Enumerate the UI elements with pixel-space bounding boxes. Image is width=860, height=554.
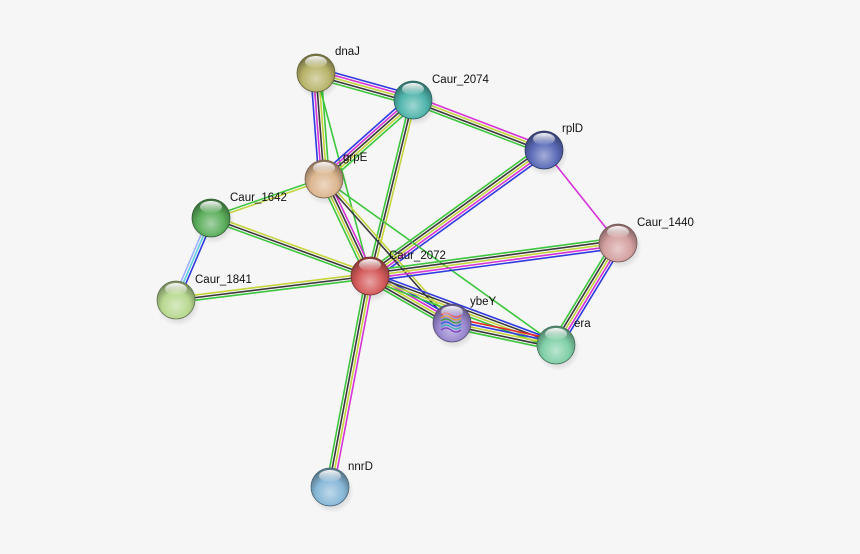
edge-rplD-Caur_2072[interactable] bbox=[366, 145, 548, 281]
edge-Caur_1642-Caur_2072[interactable] bbox=[209, 214, 372, 280]
node-highlight bbox=[305, 56, 327, 68]
edge-line-yellow bbox=[369, 149, 545, 277]
node-label-Caur_1642: Caur_1642 bbox=[230, 192, 287, 204]
node-Caur_1440[interactable]: Caur_1440 bbox=[598, 217, 694, 269]
edge-line-green bbox=[209, 219, 370, 280]
node-highlight bbox=[165, 283, 187, 295]
node-label-grpE: grpE bbox=[343, 152, 368, 164]
node-highlight bbox=[359, 259, 381, 271]
edge-line-green bbox=[325, 275, 367, 487]
node-highlight bbox=[402, 83, 424, 95]
edge-line-magenta bbox=[370, 244, 619, 280]
node-ybeY[interactable]: ybeY bbox=[432, 296, 497, 349]
edge-Caur_2072-Caur_1440[interactable] bbox=[369, 237, 619, 282]
node-Caur_1642[interactable]: Caur_1642 bbox=[191, 192, 287, 244]
node-rplD[interactable]: rplD bbox=[524, 123, 583, 176]
node-Caur_2072[interactable]: Caur_2072 bbox=[350, 250, 446, 302]
edge-line-black bbox=[368, 147, 543, 275]
edge-line-green bbox=[366, 99, 412, 276]
node-label-Caur_2074: Caur_2074 bbox=[432, 74, 490, 86]
node-Caur_2074[interactable]: Caur_2074 bbox=[393, 74, 490, 126]
node-grpE[interactable]: grpE bbox=[304, 152, 368, 205]
node-label-ybeY: ybeY bbox=[470, 296, 497, 308]
node-nnrD[interactable]: nnrD bbox=[310, 461, 373, 513]
edge-line-magenta bbox=[371, 151, 546, 279]
node-highlight bbox=[545, 328, 567, 340]
node-highlight bbox=[441, 306, 463, 318]
edge-line-blue bbox=[372, 153, 548, 281]
edge-line-black bbox=[369, 239, 618, 275]
node-Caur_1841[interactable]: Caur_1841 bbox=[156, 274, 252, 326]
node-label-Caur_2072: Caur_2072 bbox=[389, 250, 446, 262]
edge-Caur_2072-nnrD[interactable] bbox=[325, 275, 375, 488]
node-highlight bbox=[607, 226, 629, 238]
edge-line-yellow bbox=[369, 242, 619, 277]
edge-line-blue bbox=[371, 271, 558, 343]
node-highlight bbox=[200, 201, 222, 213]
edge-line-green bbox=[366, 145, 542, 273]
edge-line-yellow bbox=[175, 272, 370, 299]
edge-line-black bbox=[369, 99, 414, 277]
node-label-Caur_1841: Caur_1841 bbox=[195, 274, 252, 286]
edge-line-black bbox=[210, 217, 371, 277]
node-label-nnrD: nnrD bbox=[348, 461, 373, 473]
edge-line-magenta bbox=[333, 276, 375, 488]
node-label-rplD: rplD bbox=[562, 123, 583, 135]
edge-line-black bbox=[175, 275, 371, 301]
edge-Caur_2074-Caur_2072[interactable] bbox=[366, 99, 417, 277]
node-dnaJ[interactable]: dnaJ bbox=[296, 46, 360, 99]
edge-line-black bbox=[327, 275, 370, 487]
node-highlight bbox=[313, 162, 335, 174]
edge-line-blue bbox=[370, 247, 619, 282]
nodes-layer: dnaJ Caur_2074 rplD grpE Caur_1642Caur_1440C… bbox=[156, 46, 694, 513]
edge-line-yellow bbox=[371, 100, 417, 277]
node-highlight bbox=[319, 470, 341, 482]
edge-line-yellow bbox=[211, 214, 372, 275]
node-highlight bbox=[533, 133, 555, 145]
edge-line-yellow bbox=[330, 276, 373, 488]
node-era[interactable]: era bbox=[536, 318, 591, 371]
edge-Caur_1841-Caur_2072[interactable] bbox=[175, 272, 371, 304]
edge-line-green bbox=[176, 277, 371, 304]
node-label-Caur_1440: Caur_1440 bbox=[637, 217, 694, 229]
node-label-era: era bbox=[574, 318, 591, 330]
edge-line-green bbox=[369, 237, 618, 272]
node-label-dnaJ: dnaJ bbox=[335, 46, 360, 58]
